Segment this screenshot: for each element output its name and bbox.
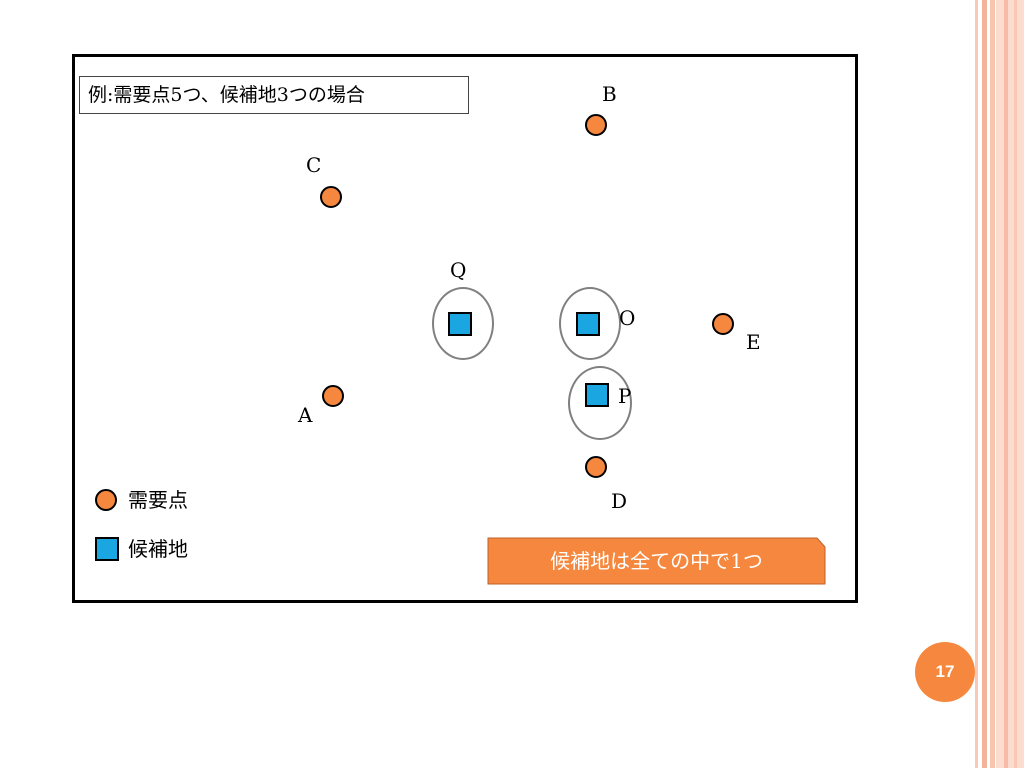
- decor-stripe: [1014, 0, 1017, 768]
- demand-point-c-label: C: [306, 153, 322, 177]
- callout-shape: [487, 537, 826, 585]
- candidate-site-p-label: P: [618, 384, 632, 408]
- callout-box: 候補地は全ての中で1つ: [487, 537, 826, 585]
- candidate-q-ring: [432, 287, 494, 360]
- legend-candidate-label: 候補地: [128, 537, 188, 561]
- legend-demand-icon: [95, 489, 117, 511]
- demand-point-c: [320, 186, 342, 208]
- callout-text: 候補地は全ての中で1つ: [550, 549, 763, 573]
- candidate-site-q-label: Q: [450, 258, 467, 282]
- legend-candidate-icon: [95, 537, 119, 561]
- decor-stripe: [990, 0, 995, 768]
- decor-stripe: [1004, 0, 1008, 768]
- demand-point-a: [322, 385, 344, 407]
- demand-point-b-label: B: [602, 82, 617, 106]
- demand-point-b: [585, 114, 607, 136]
- demand-point-e: [712, 313, 734, 335]
- demand-point-d-label: D: [611, 489, 628, 513]
- demand-point-e-label: E: [746, 330, 761, 354]
- demand-point-a-label: A: [298, 403, 313, 427]
- legend-demand-label: 需要点: [128, 488, 188, 512]
- decor-stripe: [996, 0, 1024, 768]
- candidate-site-o-label: O: [619, 306, 636, 330]
- diagram-title: 例:需要点5つ、候補地3つの場合: [79, 76, 469, 114]
- decor-stripe: [982, 0, 987, 768]
- candidate-p-ring: [568, 366, 632, 440]
- page-number: 17: [915, 642, 975, 702]
- candidate-site-o: [576, 312, 600, 336]
- demand-point-d: [585, 456, 607, 478]
- candidate-o-ring: [559, 287, 621, 360]
- candidate-site-q: [448, 312, 472, 336]
- candidate-site-p: [585, 383, 609, 407]
- decor-stripe: [975, 0, 978, 768]
